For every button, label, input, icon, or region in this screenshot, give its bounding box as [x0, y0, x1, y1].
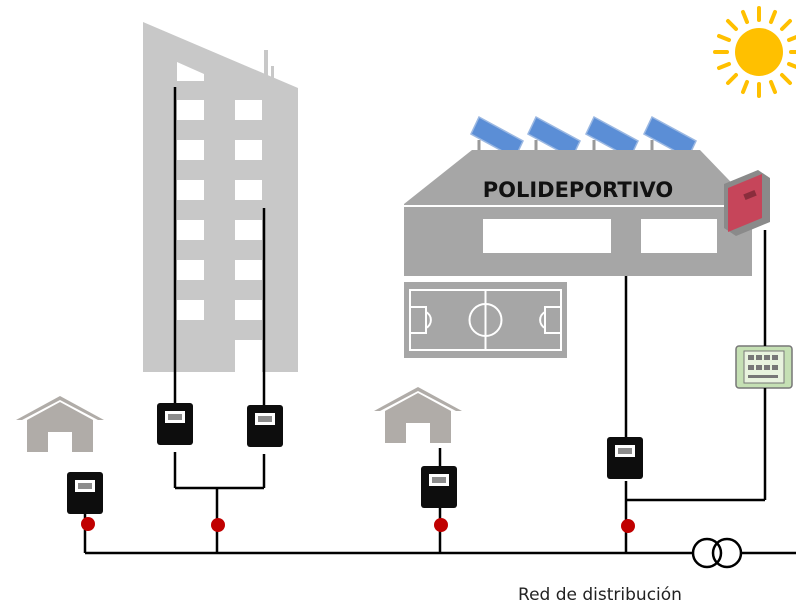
house-icon [16, 396, 104, 452]
distribution-network-label: Red de distribución [518, 585, 682, 605]
electricity-meter-icon [67, 472, 103, 514]
connection-point [81, 517, 95, 531]
connection-point [434, 518, 448, 532]
connection-point [621, 519, 635, 533]
house-icon [374, 387, 462, 443]
transformer-icon [691, 537, 743, 569]
connection-points [81, 517, 635, 533]
electricity-meter-icon [607, 437, 643, 479]
wiring [83, 87, 796, 555]
inverter-icon [724, 170, 770, 236]
electricity-meter-icon [157, 403, 193, 445]
electricity-meter-icon [421, 466, 457, 508]
football-court-icon [404, 282, 567, 358]
electricity-meter-icon [247, 405, 283, 447]
smart-meter-icon [735, 345, 793, 389]
building-icon [143, 22, 298, 372]
sun-icon [713, 6, 796, 98]
connection-point [211, 518, 225, 532]
sports-hall-icon [404, 150, 752, 276]
sports-center-label: POLIDEPORTIVO [483, 178, 674, 202]
electricity-meters [67, 403, 643, 514]
